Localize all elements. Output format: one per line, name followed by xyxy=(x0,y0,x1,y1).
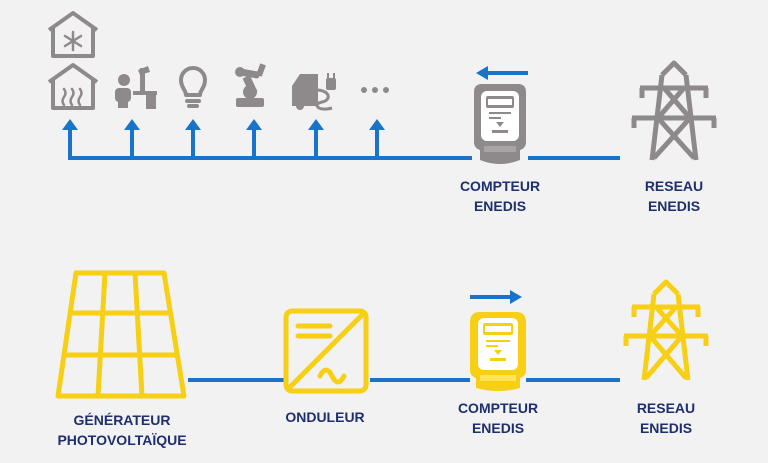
air-conditioning-house-icon xyxy=(47,11,99,58)
production-grid-label: RESEAU ENEDIS xyxy=(612,398,720,438)
inverter-label-text: ONDULEUR xyxy=(285,409,365,425)
grey-meter-icon xyxy=(474,84,526,164)
consumption-meter-label-line2: ENEDIS xyxy=(473,198,527,214)
robot-arm-icon xyxy=(235,63,266,107)
flow-arrow-right xyxy=(470,290,522,304)
yellow-meter-icon xyxy=(470,312,526,391)
production-meter-label: COMPTEUR ENEDIS xyxy=(444,398,552,438)
flow-arrow-left xyxy=(476,66,528,80)
production-grid-label-line1: RESEAU xyxy=(636,400,696,416)
consumption-grid-label: RESEAU ENEDIS xyxy=(620,176,728,216)
electric-car-icon xyxy=(292,73,336,111)
consumption-meter-label: COMPTEUR ENEDIS xyxy=(446,176,554,216)
consumption-grid-label-line2: ENEDIS xyxy=(647,198,701,214)
production-grid-label-line2: ENEDIS xyxy=(639,420,693,436)
consumption-meter-label-line1: COMPTEUR xyxy=(459,178,541,194)
desk-worker-icon xyxy=(115,66,157,109)
generator-label-line1: GÉNÉRATEUR xyxy=(73,412,171,428)
heating-house-icon xyxy=(47,63,99,110)
appliance-feed-arrows xyxy=(62,119,385,158)
generator-label-line2: PHOTOVOLTAÏQUE xyxy=(57,432,187,448)
solar-panel-icon xyxy=(55,270,187,399)
grey-pylon-icon xyxy=(631,60,717,161)
production-meter-label-line1: COMPTEUR xyxy=(457,400,539,416)
inverter-icon xyxy=(283,308,369,394)
production-meter-label-line2: ENEDIS xyxy=(471,420,525,436)
generator-label: GÉNÉRATEUR PHOTOVOLTAÏQUE xyxy=(40,410,204,450)
yellow-pylon-icon xyxy=(623,279,709,381)
inverter-label: ONDULEUR xyxy=(270,407,380,427)
consumption-grid-label-line1: RESEAU xyxy=(644,178,704,194)
more-dots-icon xyxy=(361,87,389,93)
light-bulb-icon xyxy=(179,66,207,108)
